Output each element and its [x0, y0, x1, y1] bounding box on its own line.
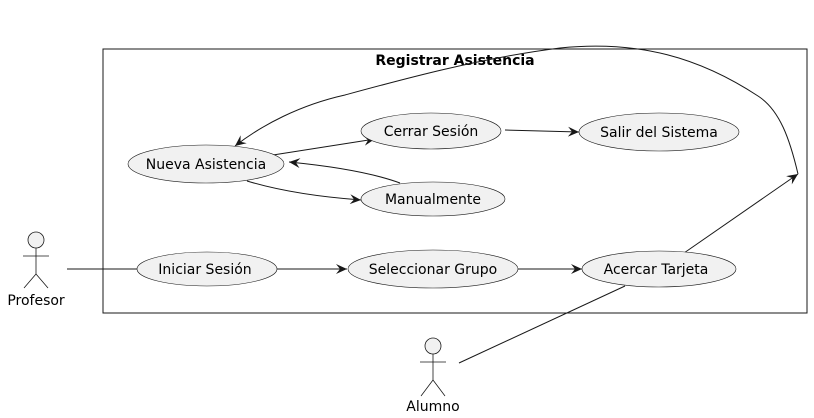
use-case-salir-del-sistema[interactable]: Salir del Sistema [578, 112, 740, 152]
actor-alumno[interactable]: Alumno [406, 337, 460, 415]
arrow-nueva-to-cerrar [272, 135, 376, 156]
association-alumno-acercar-tarjeta [458, 285, 626, 364]
actor-profesor[interactable]: Profesor [7, 231, 65, 309]
use-case-label: Nueva Asistencia [146, 157, 266, 173]
use-case-label: Cerrar Sesión [384, 124, 479, 140]
relations [67, 45, 799, 364]
use-case-manualmente[interactable]: Manualmente [360, 181, 506, 217]
arrow-manualmente-to-nueva [288, 158, 401, 184]
use-case-nueva-asistencia[interactable]: Nueva Asistencia [127, 144, 285, 184]
actor-label: Alumno [406, 399, 459, 415]
arrow-cerrar-to-salir [504, 126, 580, 137]
use-case-label: Acercar Tarjeta [604, 262, 709, 278]
use-case-seleccionar-grupo[interactable]: Seleccionar Grupo [347, 249, 519, 289]
use-case-cerrar-sesion[interactable]: Cerrar Sesión [360, 112, 502, 150]
actor-label: Profesor [7, 293, 65, 309]
use-case-label: Salir del Sistema [600, 125, 718, 141]
arrow-acercar-to-junction [683, 173, 799, 254]
use-case-label: Iniciar Sesión [158, 262, 251, 278]
arrow-junction-to-nueva-asistencia [234, 45, 799, 175]
use-case-acercar-tarjeta[interactable]: Acercar Tarjeta [581, 250, 737, 288]
use-case-label: Seleccionar Grupo [369, 262, 497, 278]
boundary-title: Registrar Asistencia [375, 53, 534, 69]
system-boundary: Registrar Asistencia [102, 48, 808, 314]
use-case-label: Manualmente [385, 192, 481, 208]
arrow-nueva-to-manualmente [246, 180, 362, 205]
use-case-iniciar-sesion[interactable]: Iniciar Sesión [136, 251, 278, 287]
